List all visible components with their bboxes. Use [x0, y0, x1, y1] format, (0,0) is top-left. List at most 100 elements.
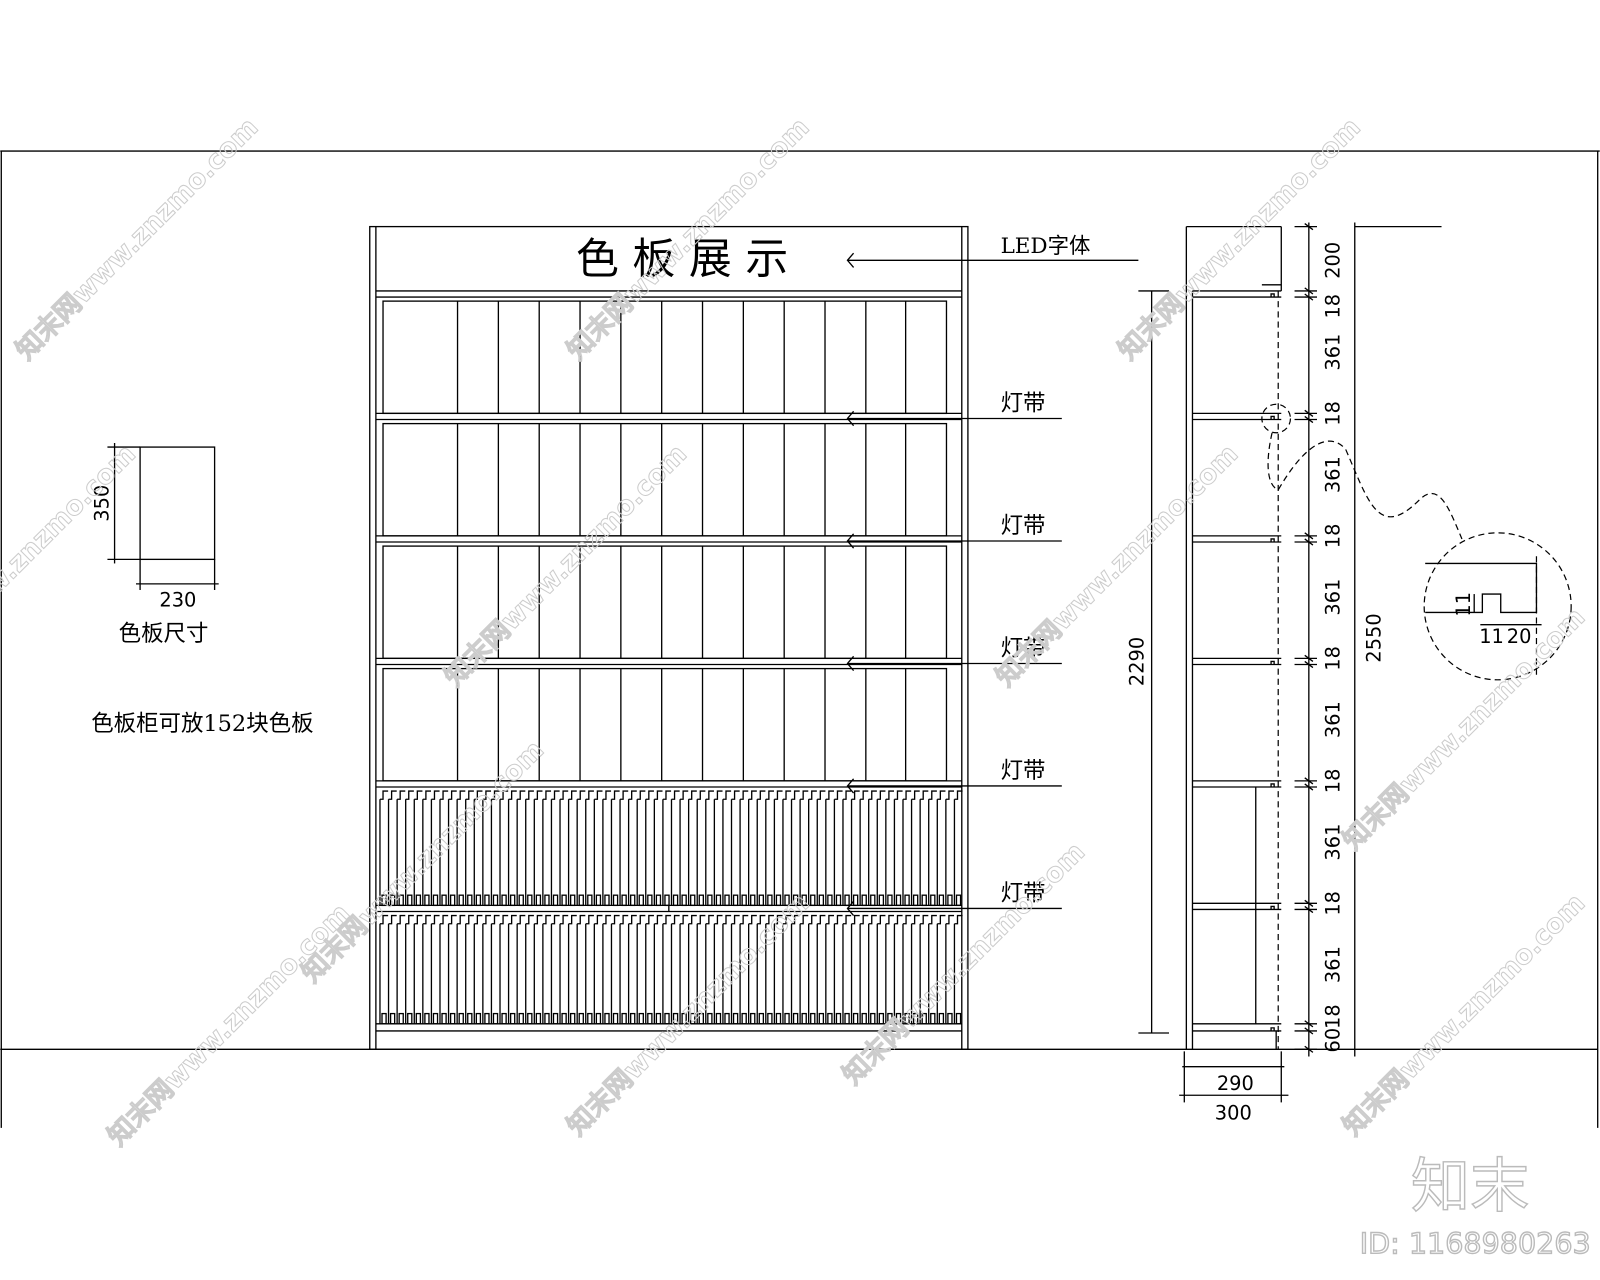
slat-notch: [954, 790, 963, 800]
slat-notch: [697, 914, 706, 925]
slat-notch: [491, 914, 500, 925]
side-dim-label: 60: [1321, 1028, 1344, 1053]
slat-foot: [535, 894, 542, 907]
slat-notch: [585, 914, 594, 925]
detail-notch-width: 11: [1479, 625, 1504, 648]
color-panel-row: [382, 667, 948, 782]
slat-foot: [698, 894, 704, 907]
slat-foot: [784, 1012, 790, 1025]
depth-300: 300: [1215, 1102, 1252, 1125]
slat-notch: [482, 914, 492, 925]
slat-notch: [705, 790, 714, 800]
swatch-size-diagram: [107, 442, 219, 590]
slat-foot: [467, 1012, 473, 1025]
slat-foot: [775, 894, 782, 907]
side-dim-label: 200: [1321, 242, 1344, 279]
slat-foot: [655, 894, 662, 907]
light-strip-label: 灯带: [1001, 390, 1046, 416]
joint-detail: 11 11 20: [1261, 403, 1572, 681]
slat-foot: [861, 894, 867, 907]
swatch-height: 350: [90, 485, 113, 522]
shelf-groove: [1270, 1027, 1275, 1031]
slat-foot: [492, 894, 499, 907]
slat-foot: [775, 1012, 782, 1025]
slat-notch: [662, 914, 672, 925]
slat-foot: [509, 894, 516, 907]
swatch-width: 230: [159, 588, 196, 611]
slat-notch: [714, 914, 723, 925]
slat-foot: [758, 894, 765, 907]
slat-foot: [921, 1012, 927, 1025]
arrow-icon: [846, 900, 855, 917]
shelf-groove: [1270, 660, 1275, 665]
side-dim-label: 18: [1321, 1004, 1344, 1029]
slat-foot: [544, 894, 550, 907]
led-callout: LED字体: [846, 234, 1139, 268]
slat-notch: [697, 790, 706, 800]
swatch-caption: 色板尺寸: [119, 621, 209, 647]
slat-notch: [731, 790, 740, 800]
slat-notch: [791, 914, 800, 925]
shelf-groove: [1270, 293, 1275, 298]
arrow-icon: [846, 533, 855, 549]
slat-foot: [578, 1012, 584, 1025]
slat-foot: [415, 894, 422, 907]
side-dim-label: 18: [1321, 294, 1344, 319]
slat-foot: [681, 894, 687, 907]
side-dim-label: 18: [1321, 646, 1344, 671]
side-dim-label: 361: [1321, 456, 1344, 493]
slat-notch: [825, 790, 834, 800]
slat-foot: [792, 894, 799, 907]
slat-notch: [800, 914, 809, 925]
slat-notch: [688, 790, 697, 800]
slat-notch: [431, 914, 440, 925]
watermark: 知末网www.znzmo.com: [10, 112, 264, 366]
slat-foot: [895, 1012, 902, 1025]
slat-notch: [439, 914, 449, 925]
slat-notch: [405, 790, 414, 800]
detail-notch-height: 11: [1452, 592, 1475, 617]
slat-notch: [637, 914, 646, 925]
slat-notch: [482, 790, 492, 800]
side-dim-label: 361: [1321, 579, 1344, 616]
slat-foot: [690, 1012, 696, 1025]
slat-foot: [715, 894, 722, 907]
slat-foot: [467, 894, 473, 907]
slat-foot: [501, 894, 507, 907]
watermark: 知末网www.znzmo.com: [1112, 112, 1366, 366]
slat-notch: [414, 790, 423, 800]
slat-notch: [568, 914, 577, 925]
slat-notch: [388, 914, 397, 925]
slat-foot: [767, 894, 773, 907]
slat-foot: [955, 1012, 962, 1025]
slat-notch: [628, 790, 637, 800]
slat-foot: [887, 894, 893, 907]
slat-foot: [912, 1012, 919, 1025]
slat-notch: [397, 790, 406, 800]
slat-foot: [664, 894, 670, 907]
detail-edge: 20: [1507, 625, 1532, 648]
slat-foot: [552, 1012, 559, 1025]
slat-foot: [878, 894, 885, 907]
slat-foot: [475, 1012, 482, 1025]
arrow-icon: [846, 655, 855, 672]
slat-notch: [842, 914, 852, 925]
slat-notch: [551, 914, 560, 925]
slat-notch: [877, 914, 886, 925]
slat-foot: [432, 894, 439, 907]
slat-notch: [645, 790, 654, 800]
slat-foot: [458, 894, 464, 907]
slat-foot: [484, 894, 490, 907]
slat-foot: [707, 1012, 713, 1025]
slat-notch: [405, 914, 414, 925]
slat-notch: [448, 790, 457, 800]
dim-arrow: [1304, 223, 1314, 231]
slat-foot: [835, 1012, 842, 1025]
slat-foot: [672, 1012, 679, 1025]
slat-foot: [638, 894, 644, 907]
slat-notch: [945, 790, 955, 800]
slat-foot: [904, 894, 910, 907]
side-dim-label: 18: [1321, 524, 1344, 549]
slat-notch: [877, 790, 886, 800]
